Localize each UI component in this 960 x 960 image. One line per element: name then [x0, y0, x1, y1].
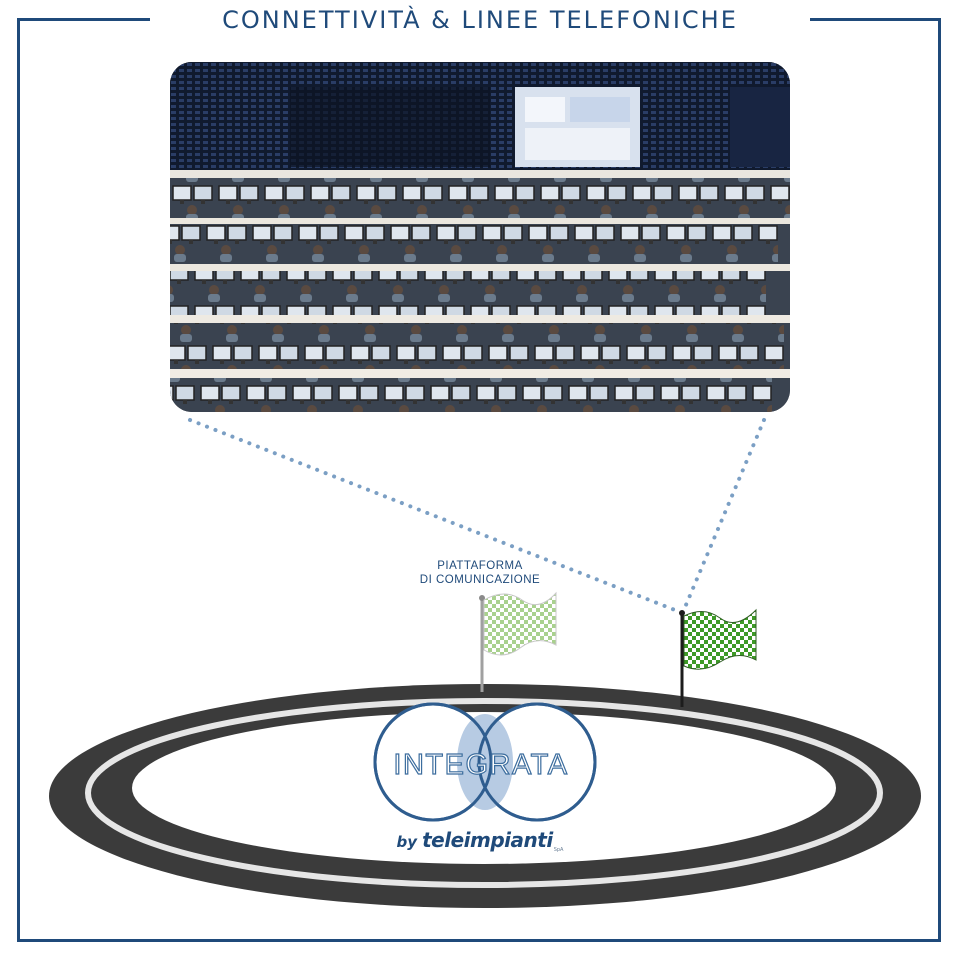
- destination-flag: [679, 608, 757, 707]
- brand-byline: by teleimpiantiSpA: [380, 828, 580, 853]
- integrata-wordmark: INTEGRATA: [393, 749, 568, 781]
- integrata-logo: INTEGRATA: [373, 702, 597, 822]
- operations-room-photo: [170, 62, 790, 412]
- platform-label-line1: PIATTAFORMA: [437, 560, 523, 572]
- connector-line-right: [681, 418, 766, 614]
- by-text: by: [396, 833, 418, 851]
- connector-line-left: [188, 418, 682, 614]
- platform-flag: [479, 591, 557, 692]
- operations-room-image: [170, 62, 790, 412]
- spa-text: SpA: [553, 847, 564, 854]
- platform-label-line2: DI COMUNICAZIONE: [419, 574, 541, 586]
- track-lane-line: [85, 698, 883, 888]
- teleimpianti-logo: teleimpianti: [422, 828, 553, 852]
- page-title: CONNETTIVITÀ & LINEE TELEFONICHE: [150, 4, 810, 36]
- platform-flag-label: PIATTAFORMA DI COMUNICAZIONE: [380, 559, 580, 587]
